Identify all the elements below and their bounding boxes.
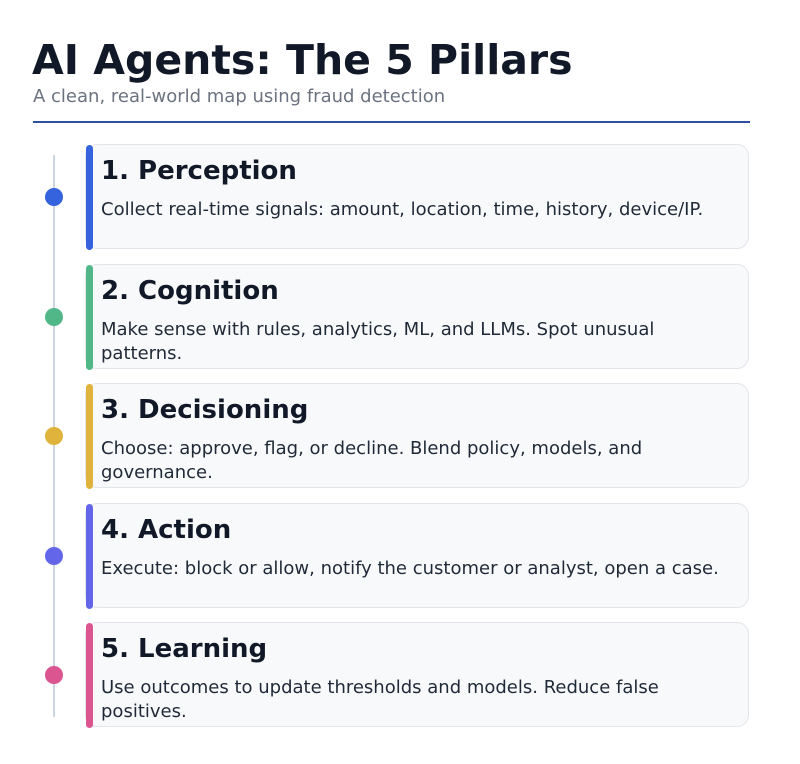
pillar-description: Collect real-time signals: amount, locat…	[101, 199, 704, 220]
pillar-card: 3. Decisioning Choose: approve, flag, or…	[85, 383, 749, 490]
pillar-title: 2. Cognition	[101, 275, 279, 306]
accent-bar	[86, 145, 93, 250]
pillar-description: Choose: approve, flag, or decline. Blend…	[101, 438, 643, 484]
accent-bar	[86, 384, 93, 490]
divider	[33, 121, 750, 123]
pillar-card: 1. Perception Collect real-time signals:…	[85, 144, 749, 250]
pillar-title: 3. Decisioning	[101, 395, 309, 426]
timeline-dot	[45, 427, 63, 446]
timeline-dot	[45, 307, 63, 326]
timeline-dot	[45, 666, 63, 685]
subtitle: A clean, real-world map using fraud dete…	[33, 86, 446, 107]
accent-bar	[86, 503, 93, 609]
pillar-card: 5. Learning Use outcomes to update thres…	[85, 622, 749, 729]
pillar-card: 2. Cognition Make sense with rules, anal…	[85, 263, 749, 370]
pillar-description: Use outcomes to update thresholds and mo…	[101, 677, 659, 723]
page-title: AI Agents: The 5 Pillars	[32, 36, 573, 84]
pillar-description: Make sense with rules, analytics, ML, an…	[101, 318, 655, 364]
pillar-card: 4. Action Execute: block or allow, notif…	[85, 502, 749, 609]
pillar-title: 1. Perception	[101, 156, 297, 186]
pillar-title: 4. Action	[101, 514, 232, 545]
timeline-dot	[45, 546, 63, 565]
timeline-dot	[45, 188, 63, 206]
pillar-title: 5. Learning	[101, 634, 268, 665]
accent-bar	[86, 623, 93, 729]
pillar-description: Execute: block or allow, notify the cust…	[101, 557, 719, 579]
accent-bar	[86, 264, 93, 370]
